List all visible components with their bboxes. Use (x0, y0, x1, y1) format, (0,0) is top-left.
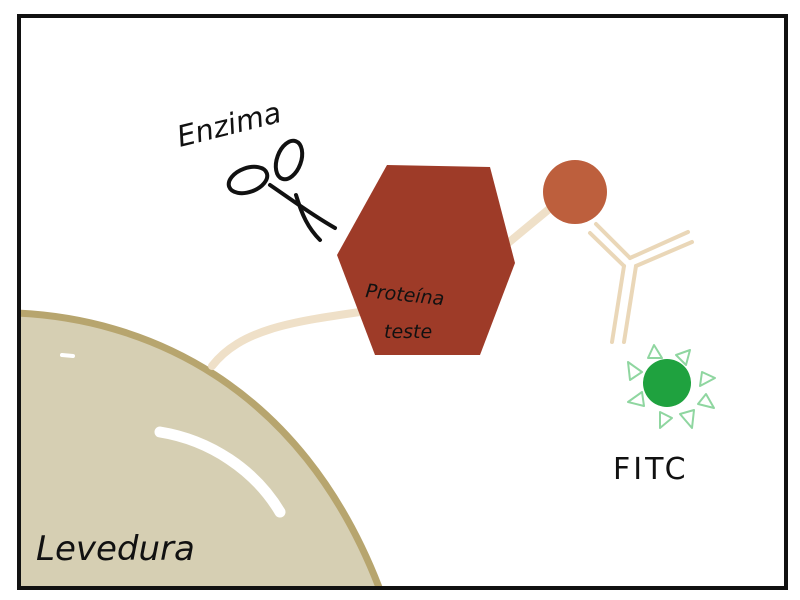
frame-border (17, 14, 788, 590)
test-protein-hexagon (337, 165, 515, 355)
protein-label-line2: teste (384, 321, 432, 343)
starburst-icon (627, 344, 716, 429)
antibody (588, 222, 694, 344)
fitc-label: FITC (613, 452, 689, 487)
yeast-highlight (154, 426, 286, 518)
linker-yeast-protein (208, 308, 364, 370)
enzyme-label: Enzima (173, 95, 284, 154)
epitope-tag (543, 160, 607, 224)
yeast-label: Levedura (36, 529, 195, 569)
yeast-highlight-small (60, 353, 75, 358)
yeast-cell (19, 309, 383, 588)
scissors-icon (226, 138, 337, 242)
